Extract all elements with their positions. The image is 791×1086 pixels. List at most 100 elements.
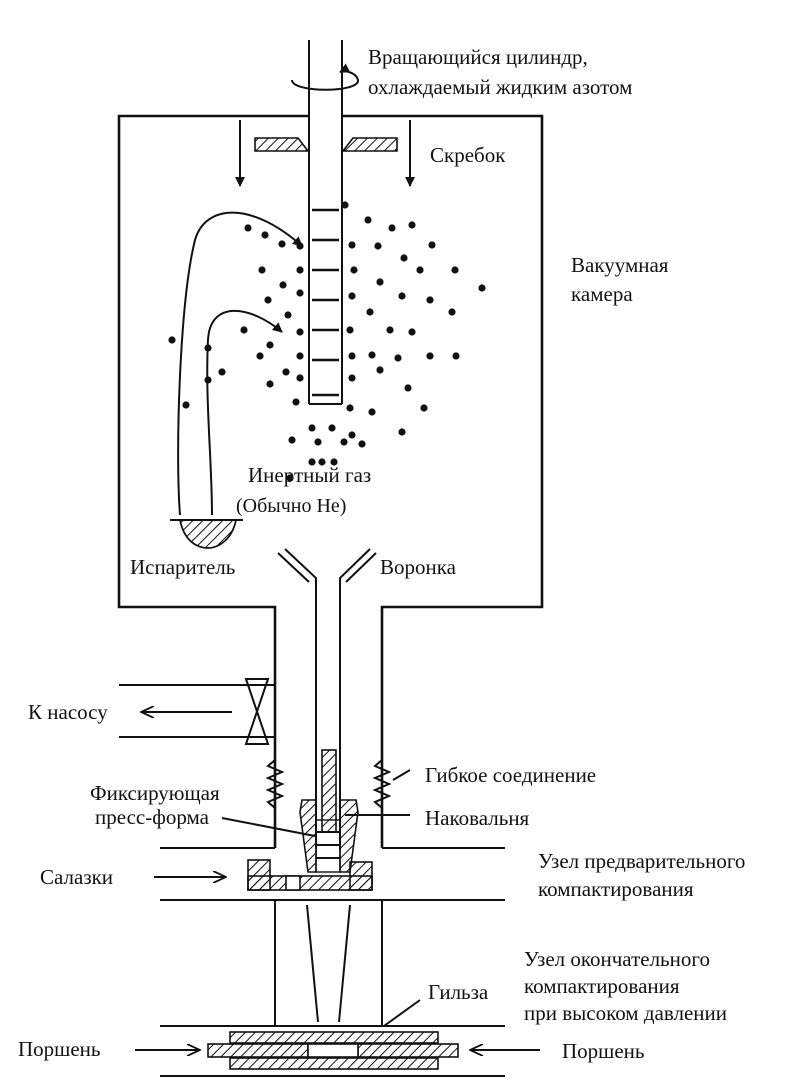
- label-to-pump: К насосу: [28, 700, 108, 724]
- particle-dot: [286, 474, 294, 482]
- particle-dot: [374, 242, 382, 250]
- particle-dot: [358, 440, 366, 448]
- particle-dot: [376, 366, 384, 374]
- rotating-cylinder: [308, 40, 343, 405]
- particle-dot: [398, 428, 406, 436]
- funnel: [277, 548, 377, 850]
- particle-dot: [328, 424, 336, 432]
- particle-dot: [386, 326, 394, 334]
- label-gas-line1: Инертный газ: [248, 463, 371, 487]
- scraper: [254, 137, 398, 152]
- particle-dot: [340, 438, 348, 446]
- evaporator: [170, 519, 243, 549]
- particle-dot: [282, 368, 290, 376]
- particle-dot: [404, 384, 412, 392]
- particle-dot: [256, 352, 264, 360]
- rotation-arrow-icon: [291, 63, 359, 91]
- particle-dot: [296, 266, 304, 274]
- particle-dot: [314, 438, 322, 446]
- particle-dot: [168, 336, 176, 344]
- label-precompact-line2: компактирования: [538, 877, 694, 901]
- particle-dot: [266, 341, 274, 349]
- label-chamber-line1: Вакуумная: [571, 253, 669, 277]
- label-chamber-line2: камера: [571, 282, 633, 306]
- particle-dot: [296, 289, 304, 297]
- particle-dot: [408, 221, 416, 229]
- particle-dot: [346, 404, 354, 412]
- label-die-line1: Фиксирующая: [90, 781, 220, 805]
- compaction-housing: [160, 847, 505, 1077]
- vacuum-chamber: [117, 114, 544, 848]
- particle-dot: [318, 458, 326, 466]
- label-die-line2: пресс-форма: [95, 805, 210, 829]
- particle-dot: [416, 266, 424, 274]
- particle-dot: [204, 376, 212, 384]
- particle-dot: [346, 326, 354, 334]
- particle-dot: [368, 351, 376, 359]
- cylinder-deposit-bars: [312, 208, 339, 397]
- particle-dot: [366, 308, 374, 316]
- particle-dot: [420, 404, 428, 412]
- label-final-line1: Узел окончательного: [524, 947, 710, 971]
- particle-dot: [376, 278, 384, 286]
- particle-dot: [218, 368, 226, 376]
- particle-dot: [451, 266, 459, 274]
- particle-dot: [448, 308, 456, 316]
- label-gas-line2: (Обычно He): [236, 495, 346, 517]
- particle-dot: [264, 296, 272, 304]
- particle-dot: [394, 354, 402, 362]
- particle-dot: [426, 352, 434, 360]
- particle-dot: [364, 216, 372, 224]
- particle-dot: [296, 352, 304, 360]
- particle-dot: [258, 266, 266, 274]
- anvil-die-assembly: [221, 749, 410, 873]
- particle-cloud: [168, 201, 486, 482]
- particle-dot: [341, 201, 349, 209]
- particle-dot: [388, 224, 396, 232]
- particle-dot: [308, 424, 316, 432]
- particle-dot: [204, 344, 212, 352]
- particle-dot: [348, 352, 356, 360]
- particle-dot: [308, 458, 316, 466]
- particle-dot: [408, 328, 416, 336]
- valve-icon: [244, 678, 270, 745]
- label-evaporator: Испаритель: [130, 555, 235, 579]
- particle-dot: [296, 374, 304, 382]
- label-anvil: Наковальня: [425, 806, 530, 830]
- particle-dot: [348, 241, 356, 249]
- final-compaction-pistons: [135, 1031, 540, 1070]
- particle-dot: [296, 242, 304, 250]
- particle-dot: [452, 352, 460, 360]
- particle-dot: [288, 436, 296, 444]
- particle-dot: [261, 231, 269, 239]
- particle-dot: [284, 311, 292, 319]
- flexible-bellows: [265, 759, 411, 809]
- particle-dot: [182, 401, 190, 409]
- particle-dot: [348, 431, 356, 439]
- particle-dot: [478, 284, 486, 292]
- particle-dot: [426, 296, 434, 304]
- particle-dot: [279, 281, 287, 289]
- particle-dot: [398, 292, 406, 300]
- particle-dot: [244, 224, 252, 232]
- label-cylinder-line2: охлаждаемый жидким азотом: [368, 75, 632, 99]
- label-piston-left: Поршень: [18, 1037, 100, 1061]
- label-cylinder-line1: Вращающийся цилиндр,: [368, 45, 588, 69]
- label-slide: Салазки: [40, 865, 113, 889]
- particle-dot: [400, 254, 408, 262]
- particle-dot: [428, 241, 436, 249]
- label-precompact-line1: Узел предварительного: [538, 849, 745, 873]
- pump-port: [119, 678, 275, 745]
- particle-dot: [368, 408, 376, 416]
- label-funnel: Воронка: [380, 555, 457, 579]
- particle-dot: [348, 292, 356, 300]
- label-final-line2: компактирования: [524, 974, 680, 998]
- particle-dot: [330, 458, 338, 466]
- label-final-line3: при высоком давлении: [524, 1001, 727, 1025]
- slide-carriage: [154, 859, 373, 891]
- particle-dot: [266, 380, 274, 388]
- label-piston-right: Поршень: [562, 1039, 644, 1063]
- particle-dot: [292, 398, 300, 406]
- particle-dot: [240, 326, 248, 334]
